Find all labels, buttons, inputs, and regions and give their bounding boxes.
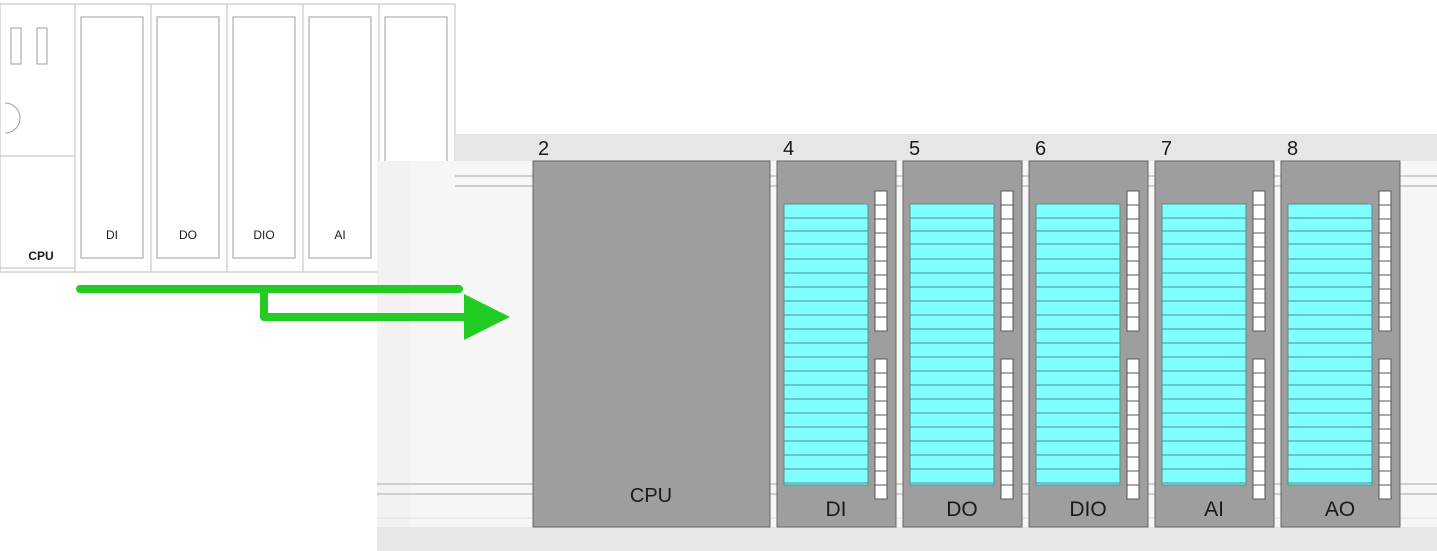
slot-number: 6	[1035, 138, 1046, 160]
led-strip	[1378, 190, 1392, 332]
module-label-panel	[1161, 203, 1247, 486]
rack-module-ai: 7AI	[1154, 138, 1275, 528]
led-strip	[874, 358, 888, 500]
sketch-module-card	[308, 16, 372, 259]
module-label-panel	[783, 203, 869, 486]
led-strip	[1252, 358, 1266, 500]
slot-number: 2	[538, 138, 549, 160]
rack-bottom-band	[377, 527, 1437, 551]
slot-number: 5	[909, 138, 920, 160]
sketch-cpu-label: CPU	[28, 249, 53, 263]
rack-module-di: 4DI	[776, 138, 897, 528]
slot-number: 8	[1287, 138, 1298, 160]
transfer-arrow	[76, 285, 510, 340]
module-label: AO	[1325, 498, 1355, 521]
sketch-module-label: DO	[179, 228, 197, 242]
module-label: DO	[946, 498, 978, 521]
module-label-panel	[1287, 203, 1373, 486]
sketch-module-label: DI	[106, 228, 118, 242]
led-strip	[1126, 190, 1140, 332]
sketch-module-ai: AI	[302, 4, 372, 272]
sketch-module-label: DIO	[253, 228, 274, 242]
sketch-module-card	[232, 16, 296, 259]
sketch-module-do: DO	[150, 4, 220, 272]
rack-header-band	[455, 134, 1437, 161]
sketch-cpu: CPU	[0, 4, 76, 272]
led-strip	[1000, 358, 1014, 500]
sketch-module-card	[156, 16, 220, 259]
cpu-module-label: CPU	[630, 485, 672, 507]
rack-cpu-module: 2 CPU	[532, 138, 771, 528]
module-label: DIO	[1069, 498, 1106, 521]
module-label-panel	[909, 203, 995, 486]
module-label: AI	[1204, 498, 1224, 521]
sketch-module-di: DI	[80, 16, 144, 259]
led-strip	[1378, 358, 1392, 500]
cpu-module-body	[532, 160, 771, 528]
led-strip	[1252, 190, 1266, 332]
led-strip	[874, 190, 888, 332]
module-label: DI	[826, 498, 847, 521]
sketch-module-dio: DIO	[226, 4, 296, 272]
led-strip	[1000, 190, 1014, 332]
sketch-module-card	[80, 16, 144, 259]
slot-number: 7	[1161, 138, 1172, 160]
rack-module-ao: 8AO	[1280, 138, 1401, 528]
arrow-head-icon	[464, 294, 510, 340]
slot-number: 4	[783, 138, 794, 160]
cpu-slot-icon	[10, 27, 22, 65]
module-label-panel	[1035, 203, 1121, 486]
led-strip	[1126, 358, 1140, 500]
sketch-module-label: AI	[334, 228, 345, 242]
rack-module-do: 5DO	[902, 138, 1023, 528]
cpu-slot-icon	[36, 27, 48, 65]
hardware-sketch: CPU DIDODIOAIAO	[0, 3, 456, 273]
cpu-card-icon	[4, 102, 21, 134]
